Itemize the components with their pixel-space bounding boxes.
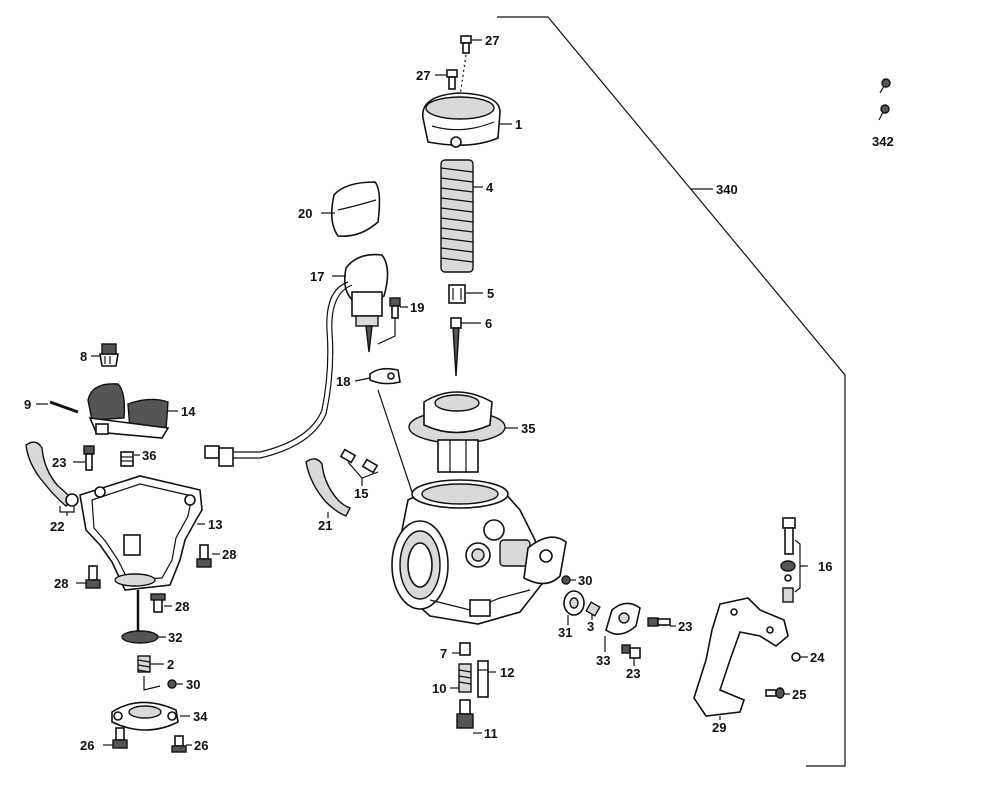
label-1: 1 xyxy=(515,117,522,132)
label-30a: 30 xyxy=(186,677,200,692)
label-8: 8 xyxy=(80,349,87,364)
label-26a: 26 xyxy=(80,738,94,753)
label-24: 24 xyxy=(810,650,825,665)
label-342: 342 xyxy=(872,134,894,149)
plug-36-icon xyxy=(120,451,134,467)
oring-30-left-icon xyxy=(167,679,177,689)
label-340: 340 xyxy=(716,182,738,197)
label-28a: 28 xyxy=(222,547,236,562)
label-16: 16 xyxy=(818,559,832,574)
jet-12-icon xyxy=(477,660,489,698)
label-3: 3 xyxy=(587,619,594,634)
screw-27-lower-icon xyxy=(446,69,458,90)
screw-23-lower-icon xyxy=(621,644,641,659)
diaphragm-valve-icon xyxy=(121,590,159,644)
spring-3-icon xyxy=(585,601,601,617)
screw-19-icon xyxy=(389,297,401,319)
screw-23-left-icon xyxy=(83,445,95,471)
label-31: 31 xyxy=(558,625,572,640)
label-27b: 27 xyxy=(416,68,430,83)
auto-choke-icon xyxy=(204,253,389,467)
label-2: 2 xyxy=(167,657,174,672)
spring-2-icon xyxy=(137,655,151,673)
guide-30a xyxy=(143,676,161,691)
label-23a: 23 xyxy=(52,455,66,470)
screw-26a-icon xyxy=(112,727,128,749)
screw-27-top-icon xyxy=(460,35,472,54)
label-25: 25 xyxy=(792,687,806,702)
throttle-plate-icon xyxy=(605,602,641,635)
cable-bracket-icon xyxy=(693,597,789,717)
leader-18 xyxy=(354,377,371,382)
vacuum-piston-diaphragm-icon xyxy=(408,391,506,473)
screw-28b-icon xyxy=(85,565,101,589)
screw-23-right-icon xyxy=(647,617,671,627)
label-4: 4 xyxy=(486,180,494,195)
guide-19 xyxy=(377,318,396,345)
jet-7-icon xyxy=(459,642,471,656)
screw-28a-icon xyxy=(196,544,212,568)
leader-22-bracket xyxy=(59,506,75,513)
carb-top-cap-icon xyxy=(422,92,501,148)
hose-clip-15-icon xyxy=(339,448,379,474)
label-28b: 28 xyxy=(54,576,68,591)
jet-10-icon xyxy=(458,663,472,693)
label-17: 17 xyxy=(310,269,324,284)
label-9: 9 xyxy=(24,397,31,412)
screw-28c-icon xyxy=(150,593,166,613)
screw-342-icon xyxy=(878,78,891,121)
label-29: 29 xyxy=(712,720,726,735)
label-15: 15 xyxy=(354,486,368,501)
label-27a: 27 xyxy=(485,33,499,48)
float-icon xyxy=(87,383,170,439)
choke-plate-icon xyxy=(369,367,401,385)
label-32: 32 xyxy=(168,630,182,645)
label-10: 10 xyxy=(432,681,446,696)
label-18: 18 xyxy=(336,374,350,389)
needle-retainer-icon xyxy=(448,284,466,304)
label-19: 19 xyxy=(410,300,424,315)
label-35: 35 xyxy=(521,421,535,436)
label-22: 22 xyxy=(50,519,64,534)
label-14: 14 xyxy=(181,404,196,419)
label-36: 36 xyxy=(142,448,156,463)
label-23c: 23 xyxy=(626,666,640,681)
label-11: 11 xyxy=(484,726,498,741)
vent-hose-icon xyxy=(305,458,351,517)
label-21: 21 xyxy=(318,518,332,533)
label-12: 12 xyxy=(500,665,514,680)
choke-cover-icon xyxy=(330,181,381,238)
label-23b: 23 xyxy=(678,619,692,634)
guide-18 xyxy=(377,389,413,493)
label-26b: 26 xyxy=(194,738,208,753)
label-13: 13 xyxy=(208,517,222,532)
screw-26b-icon xyxy=(171,735,187,753)
label-28c: 28 xyxy=(175,599,189,614)
screw-25-icon xyxy=(765,687,785,699)
spring-icon xyxy=(440,159,474,273)
carburetor-body-icon xyxy=(391,479,567,625)
idle-screw-16-icon xyxy=(780,517,796,603)
float-chamber-icon xyxy=(79,475,203,591)
label-30b: 30 xyxy=(578,573,592,588)
label-6: 6 xyxy=(485,316,492,331)
drain-hose-icon xyxy=(25,441,79,507)
jet-11-icon xyxy=(456,699,474,729)
label-20: 20 xyxy=(298,206,312,221)
float-clip-icon xyxy=(99,343,119,367)
diaphragm-cover-icon xyxy=(111,701,179,731)
nut-24-icon xyxy=(791,652,801,662)
label-34: 34 xyxy=(193,709,208,724)
assembly-bracket-340 xyxy=(497,16,846,767)
label-7: 7 xyxy=(440,646,447,661)
leader-16-bracket xyxy=(794,539,801,593)
washer-31-icon xyxy=(563,590,585,616)
oring-30-right-icon xyxy=(561,575,571,585)
float-pin-icon xyxy=(49,400,79,414)
label-33: 33 xyxy=(596,653,610,668)
jet-needle-icon xyxy=(450,317,462,377)
label-5: 5 xyxy=(487,286,494,301)
